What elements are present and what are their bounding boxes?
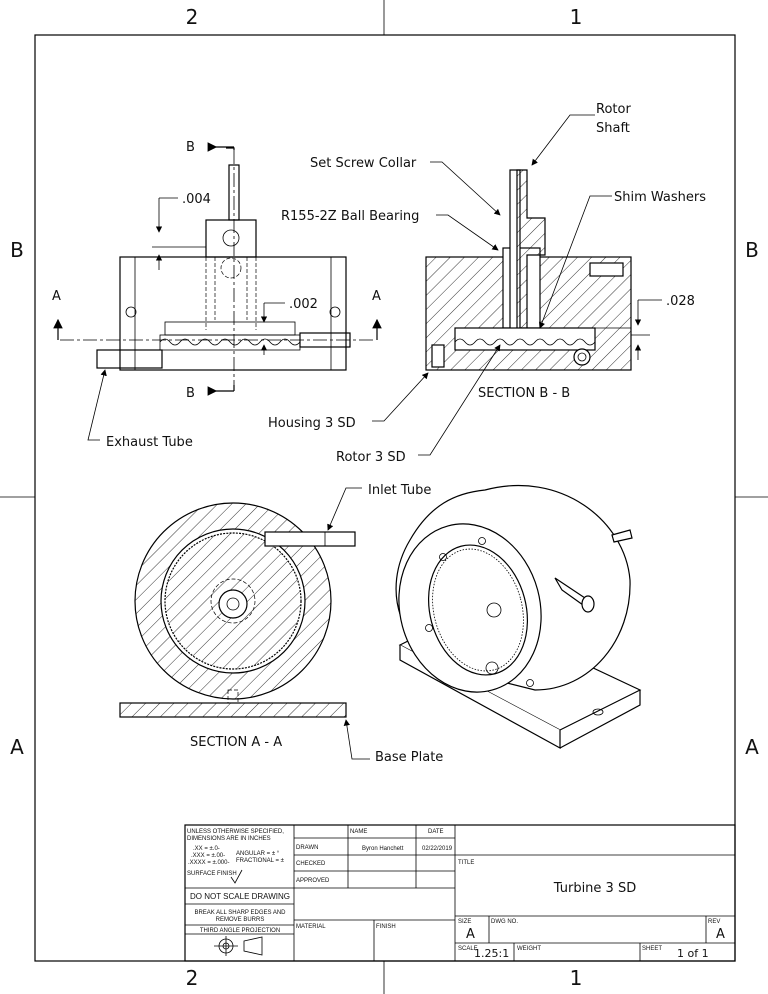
label-section-aa: SECTION A - A — [190, 735, 282, 750]
tb-do-not-scale: DO NOT SCALE DRAWING — [190, 892, 290, 901]
zone-left-b: B — [10, 238, 24, 262]
tb-finish: FINISH — [376, 924, 396, 930]
dimension-004: .004 — [182, 192, 211, 207]
tb-drawn-name: Byron Hanchett — [362, 846, 404, 852]
front-view — [60, 150, 375, 385]
tb-col-name: NAME — [350, 829, 367, 835]
tb-dwg-no-label: DWG NO. — [491, 919, 518, 925]
tb-notes-line2: DIMENSIONS ARE IN INCHES — [187, 836, 271, 842]
zone-right-b: B — [745, 238, 759, 262]
tb-col-date: DATE — [428, 829, 444, 835]
label-section-bb: SECTION B - B — [478, 386, 570, 401]
tb-scale: 1.25:1 — [474, 947, 509, 960]
tb-tolerance-1: .XX = ±.0- — [193, 846, 220, 852]
dimension-028: .028 — [666, 294, 695, 309]
sheet-border — [34, 34, 736, 962]
zone-top-1: 1 — [570, 5, 583, 29]
tb-break-edges-1: BREAK ALL SHARP EDGES AND — [194, 910, 286, 916]
tb-row-checked: CHECKED — [296, 861, 326, 867]
label-housing: Housing 3 SD — [268, 416, 356, 431]
tb-row-approved: APPROVED — [296, 878, 330, 884]
section-a-label-left: A — [52, 289, 61, 304]
isometric-view — [395, 484, 642, 750]
tb-weight-label: WEIGHT — [517, 946, 541, 952]
label-rotor-shaft-1: Rotor — [596, 102, 631, 117]
tb-sheet-label: SHEET — [642, 946, 662, 952]
zone-bottom-1: 1 — [570, 966, 583, 990]
label-shim-washers: Shim Washers — [614, 190, 706, 205]
section-aa-view — [119, 502, 356, 718]
tb-title: Turbine 3 SD — [553, 881, 636, 896]
tb-tolerance-3: .XXXX = ±.000- — [188, 860, 229, 866]
section-b-label-top: B — [186, 140, 195, 155]
label-set-screw-collar: Set Screw Collar — [310, 156, 417, 171]
section-b-label-bottom: B — [186, 386, 195, 401]
label-ball-bearing: R155-2Z Ball Bearing — [281, 209, 419, 224]
tb-size-label: SIZE — [458, 919, 471, 925]
tb-surface-finish: SURFACE FINISH — [187, 871, 237, 877]
tb-fractional: FRACTIONAL = ± — [236, 858, 285, 864]
section-a-label-right: A — [372, 289, 381, 304]
label-exhaust-tube: Exhaust Tube — [106, 435, 193, 450]
label-rotor: Rotor 3 SD — [336, 450, 406, 465]
zone-top-2: 2 — [186, 5, 199, 29]
tb-material: MATERIAL — [296, 924, 326, 930]
tb-projection: THIRD ANGLE PROJECTION — [200, 928, 280, 934]
section-bb-view — [425, 169, 632, 371]
tb-angular: ANGULAR = ± ° — [236, 851, 280, 857]
title-block — [184, 824, 736, 962]
third-angle-projection-icon — [214, 936, 263, 956]
label-base-plate: Base Plate — [375, 750, 443, 765]
tb-size: A — [466, 927, 475, 942]
tb-title-label: TITLE — [458, 860, 474, 866]
tb-break-edges-2: REMOVE BURRS — [216, 917, 265, 923]
tb-scale-label: SCALE — [458, 946, 478, 952]
zone-left-a: A — [10, 735, 24, 759]
tb-sheet: 1 of 1 — [677, 947, 709, 960]
label-rotor-shaft-2: Shaft — [596, 121, 630, 136]
tb-rev: A — [716, 927, 725, 942]
tb-notes-line1: UNLESS OTHERWISE SPECIFIED, — [187, 829, 284, 835]
tb-tolerance-2: .XXX = ±.00- — [191, 853, 225, 859]
label-inlet-tube: Inlet Tube — [368, 483, 431, 498]
surface-finish-icon — [230, 869, 243, 884]
dimension-002: .002 — [289, 297, 318, 312]
tb-row-drawn: DRAWN — [296, 845, 318, 851]
zone-bottom-2: 2 — [186, 966, 199, 990]
zone-right-a: A — [745, 735, 759, 759]
tb-rev-label: REV — [708, 919, 720, 925]
tb-drawn-date: 02/22/2019 — [422, 846, 453, 852]
